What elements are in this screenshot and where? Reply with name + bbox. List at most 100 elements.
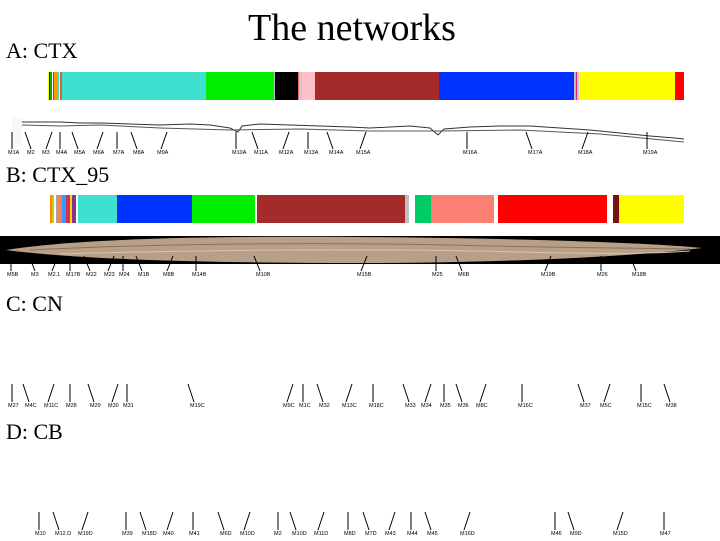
module-tick xyxy=(166,255,174,272)
module-tick xyxy=(424,511,432,531)
module-label: M10D xyxy=(292,531,307,537)
module-tick xyxy=(544,255,552,272)
module-color-segment xyxy=(415,195,432,223)
module-label: M1C xyxy=(299,403,311,409)
module-tick xyxy=(96,131,104,150)
module-label: M12.D xyxy=(55,531,72,537)
module-label: M14B xyxy=(192,272,207,278)
module-tick xyxy=(326,131,334,150)
module-color-segment xyxy=(612,195,619,223)
module-tick xyxy=(111,383,119,403)
module-color-segment xyxy=(61,195,66,223)
module-tick xyxy=(135,255,143,272)
module-tick xyxy=(87,383,95,403)
module-tick xyxy=(71,131,79,150)
module-color-segment xyxy=(58,72,60,100)
module-label: M14A xyxy=(329,150,344,156)
module-label: M35 xyxy=(440,403,451,409)
module-tick xyxy=(360,255,368,272)
module-label: M4A xyxy=(56,150,68,156)
module-color-bar-ctx95 xyxy=(46,195,684,223)
module-color-segment xyxy=(53,195,56,223)
module-label: M18A xyxy=(578,150,593,156)
module-label: M18D xyxy=(142,531,157,537)
dendrogram-ctx xyxy=(12,118,685,146)
module-label: M16A xyxy=(463,150,478,156)
module-label: M29 xyxy=(90,403,101,409)
module-color-segment xyxy=(409,195,416,223)
module-tick xyxy=(388,511,396,531)
module-label: M23 xyxy=(104,272,115,278)
module-tick xyxy=(166,511,174,531)
module-label: M1A xyxy=(8,150,20,156)
section-label-b: B: CTX_95 xyxy=(6,162,110,187)
module-label: M1B xyxy=(138,272,150,278)
module-label: M17B xyxy=(66,272,81,278)
module-tick xyxy=(567,511,575,531)
module-label: M5C xyxy=(600,403,612,409)
module-color-segment xyxy=(51,195,54,223)
module-tick xyxy=(345,383,353,403)
module-tick xyxy=(282,131,290,150)
module-label: M8A xyxy=(133,150,145,156)
module-label: M33 xyxy=(405,403,416,409)
module-color-segment xyxy=(61,72,207,100)
module-tick xyxy=(463,511,471,531)
module-label: M16D xyxy=(460,531,475,537)
module-tick xyxy=(139,511,147,531)
module-label: M10B xyxy=(256,272,271,278)
module-label: M28 xyxy=(66,403,77,409)
module-color-segment xyxy=(48,72,50,100)
module-label: M13C xyxy=(342,403,357,409)
module-label: M3 xyxy=(31,272,39,278)
module-tick xyxy=(402,383,410,403)
module-label: M2 xyxy=(27,150,35,156)
module-label: M17A xyxy=(528,150,543,156)
dendrogram-ctx95 xyxy=(0,236,720,264)
module-color-segment xyxy=(77,195,117,223)
module-tick xyxy=(316,383,324,403)
module-color-segment xyxy=(57,195,62,223)
module-color-segment xyxy=(59,72,61,100)
module-label: M40 xyxy=(163,531,174,537)
module-label: M9D xyxy=(570,531,582,537)
module-color-segment xyxy=(46,195,50,223)
module-color-segment xyxy=(255,195,258,223)
module-label: M27 xyxy=(8,403,19,409)
module-tick xyxy=(286,383,294,403)
module-label: M43 xyxy=(385,531,396,537)
module-label: M45 xyxy=(427,531,438,537)
module-tick xyxy=(359,131,367,150)
module-color-segment xyxy=(51,72,53,100)
module-label: M9C xyxy=(283,403,295,409)
module-label: M46 xyxy=(551,531,562,537)
module-label: M32 xyxy=(319,403,330,409)
module-label: M19C xyxy=(190,403,205,409)
module-label: M31 xyxy=(123,403,134,409)
module-label: M12A xyxy=(279,150,294,156)
module-label: M19B xyxy=(541,272,556,278)
module-label: M13A xyxy=(304,150,319,156)
module-color-segment xyxy=(65,195,70,223)
module-label: M3 xyxy=(42,150,50,156)
module-label: M7D xyxy=(365,531,377,537)
module-label: M7A xyxy=(113,150,125,156)
module-label: M6B xyxy=(458,272,470,278)
module-label: M2.1 xyxy=(48,272,61,278)
module-tick xyxy=(289,511,297,531)
module-label: M10D xyxy=(240,531,255,537)
module-tick xyxy=(629,255,637,272)
module-color-segment xyxy=(573,72,577,100)
module-label: M36 xyxy=(458,403,469,409)
module-tick xyxy=(83,255,91,272)
module-color-segment xyxy=(498,195,607,223)
module-label: M38 xyxy=(666,403,677,409)
section-label-c: C: CN xyxy=(6,291,63,316)
module-label: M47 xyxy=(660,531,671,537)
module-tick xyxy=(51,255,59,272)
module-color-segment xyxy=(71,195,76,223)
module-label: M16C xyxy=(518,403,533,409)
module-tick xyxy=(217,511,225,531)
module-tick xyxy=(243,511,251,531)
